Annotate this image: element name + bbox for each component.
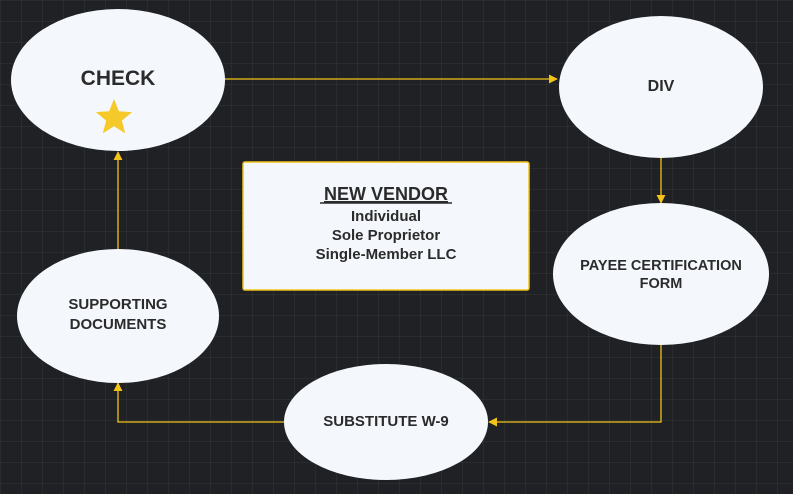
connector-payee-to-substitute[interactable] (488, 345, 662, 427)
node-div[interactable]: DIV (559, 16, 763, 158)
node-payee-label-line1: PAYEE CERTIFICATION (580, 258, 742, 274)
node-substitute-w9[interactable]: SUBSTITUTE W-9 (284, 364, 488, 480)
node-payee-label-line2: FORM (640, 276, 683, 292)
new-vendor-line-sole-proprietor: Sole Proprietor (332, 227, 441, 244)
node-supporting-label-line2: DOCUMENTS (70, 316, 167, 333)
new-vendor-box[interactable]: NEW VENDOR Individual Sole Proprietor Si… (242, 161, 530, 291)
new-vendor-line-single-member-llc: Single-Member LLC (316, 246, 457, 263)
star-icon (95, 99, 133, 134)
node-supporting-documents[interactable]: SUPPORTING DOCUMENTS (17, 249, 219, 383)
node-check[interactable]: CHECK (11, 9, 225, 151)
node-payee-certification-form[interactable]: PAYEE CERTIFICATION FORM (553, 203, 769, 345)
connector-substitute-to-supporting[interactable] (113, 382, 284, 423)
connectors (113, 74, 666, 427)
node-div-label: DIV (648, 78, 675, 95)
new-vendor-line-individual: Individual (351, 208, 421, 225)
node-check-label: CHECK (81, 67, 156, 90)
new-vendor-title: NEW VENDOR (324, 184, 448, 204)
node-supporting-label-line1: SUPPORTING (68, 296, 167, 313)
node-substitute-label: SUBSTITUTE W-9 (323, 413, 449, 430)
